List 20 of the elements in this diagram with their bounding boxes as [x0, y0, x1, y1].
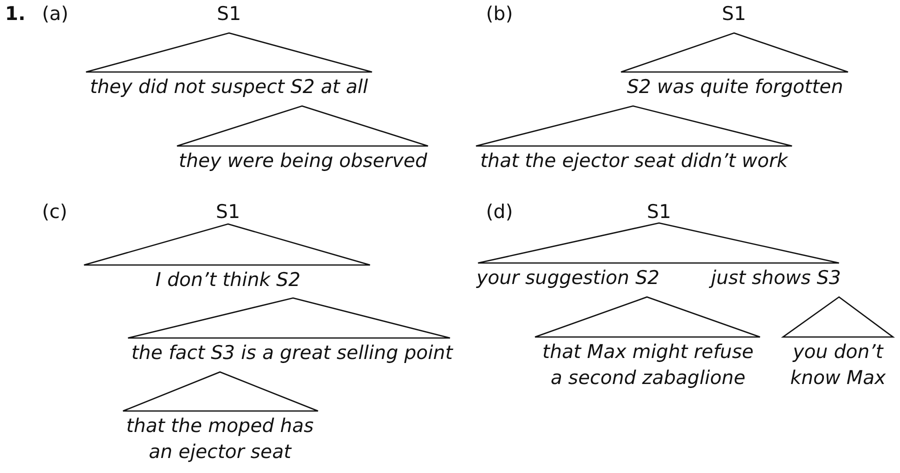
phrase-text: that Max might refuse a second zabaglione [541, 340, 755, 391]
phrase-text: that the ejector seat didn’t work [480, 149, 788, 174]
node-label: S1 [216, 3, 242, 25]
panel-letter: (b) [486, 3, 513, 25]
panel-letter: (d) [486, 201, 513, 223]
item-number: 1. [5, 3, 26, 25]
phrase-text: I don’t think S2 [156, 268, 300, 293]
phrase-text: the fact S3 is a great selling point [131, 341, 453, 366]
phrase-text: that the moped has an ejector seat [125, 414, 315, 465]
panel-letter: (a) [42, 3, 68, 25]
phrase-text: just shows S3 [711, 265, 841, 291]
node-label: S1 [216, 201, 240, 223]
node-label: S1 [722, 3, 746, 25]
phrase-text: they were being observed [178, 149, 428, 174]
phrase-text: you don’t know Max [789, 340, 887, 391]
phrase-text: they did not suspect S2 at all [90, 75, 368, 100]
panel-letter: (c) [42, 201, 68, 223]
node-label: S1 [646, 201, 672, 223]
phrase-text: your suggestion S2 [476, 266, 660, 291]
phrase-text: S2 was quite forgotten [626, 75, 844, 100]
